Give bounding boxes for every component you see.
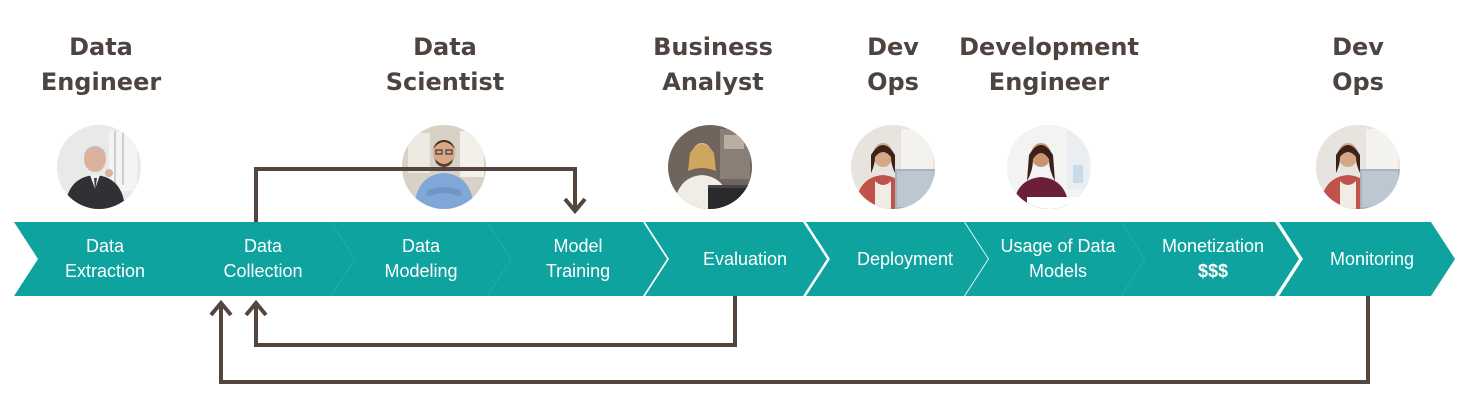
stage-chevron — [1121, 222, 1299, 296]
stage-evaluation: Evaluation — [670, 222, 820, 296]
stage-monitoring: Monitoring — [1297, 222, 1447, 296]
feedback-arrows — [209, 167, 1370, 384]
stage-line1: Model — [553, 236, 603, 256]
stage-chevron — [965, 222, 1145, 296]
stage-chevron — [806, 222, 988, 296]
stage-line2: Collection — [223, 261, 303, 281]
stage-line2: Models — [1028, 261, 1088, 281]
stage-chevron — [487, 222, 667, 296]
stage-deployment: Deployment — [830, 222, 980, 296]
role-business-analyst: Business Analyst — [653, 30, 773, 100]
role-dev-ops-monitoring: Dev Ops — [1332, 30, 1384, 100]
person-avatar-icon — [851, 125, 935, 209]
stage-chevron — [173, 222, 355, 296]
stage-line1: Evaluation — [702, 248, 788, 269]
stage-chevron — [14, 222, 198, 296]
stage-line2: Training — [545, 261, 611, 281]
evaluation-feedback-arrow — [254, 296, 737, 347]
role-line1: Business — [653, 33, 773, 61]
role-line1: Dev — [1332, 33, 1384, 61]
stage-line2: Extraction — [64, 261, 146, 281]
role-dev-ops: Dev Ops — [867, 30, 919, 100]
stage-line1: Data — [243, 236, 283, 256]
role-data-engineer: Data Engineer — [41, 30, 161, 100]
role-line2: Scientist — [385, 68, 505, 96]
stage-line1: Usage of Data — [1000, 236, 1116, 256]
role-line2: Ops — [1332, 68, 1384, 96]
role-line1: Development — [959, 33, 1139, 61]
role-line1: Data — [69, 33, 133, 61]
role-line2: Analyst — [662, 68, 764, 96]
person-avatar-icon — [57, 125, 141, 209]
stage-data-collection: Data Collection — [188, 222, 338, 296]
role-data-scientist: Data Scientist — [386, 30, 505, 100]
stage-data-modeling: Data Modeling — [346, 222, 496, 296]
role-line2: Ops — [867, 68, 919, 96]
monitoring-feedback-arrow — [219, 296, 1370, 384]
role-line1: Data — [413, 33, 477, 61]
stage-line1: Data — [401, 236, 441, 256]
arrowhead-up — [209, 299, 233, 317]
stage-usage-of-data-models: Usage of Data Models — [983, 222, 1133, 296]
person-avatar-icon — [668, 125, 752, 209]
arrowhead-up — [244, 299, 268, 317]
stage-chevrons — [14, 222, 1455, 296]
role-line1: Dev — [867, 33, 919, 61]
person-avatar-icon — [1007, 125, 1091, 209]
stage-line1: Monitoring — [1329, 248, 1415, 269]
stage-chevron — [1279, 222, 1455, 296]
role-development-engineer: Development Engineer — [959, 30, 1139, 100]
stage-monetization: Monetization $$$ — [1138, 222, 1288, 296]
retrain-loop-arrow — [254, 167, 577, 222]
stage-chevron — [645, 222, 827, 296]
stage-line2: $$$ — [1197, 261, 1229, 281]
stage-chevron — [331, 222, 511, 296]
stage-line1: Monetization — [1161, 236, 1265, 256]
role-line2: Engineer — [988, 68, 1110, 96]
role-line2: Engineer — [40, 68, 162, 96]
stage-line1: Deployment — [856, 248, 954, 269]
stage-model-training: Model Training — [503, 222, 653, 296]
stage-line2: Modeling — [384, 261, 458, 281]
stage-data-extraction: Data Extraction — [30, 222, 180, 296]
stage-line1: Data — [85, 236, 125, 256]
arrowhead-down — [563, 197, 587, 215]
